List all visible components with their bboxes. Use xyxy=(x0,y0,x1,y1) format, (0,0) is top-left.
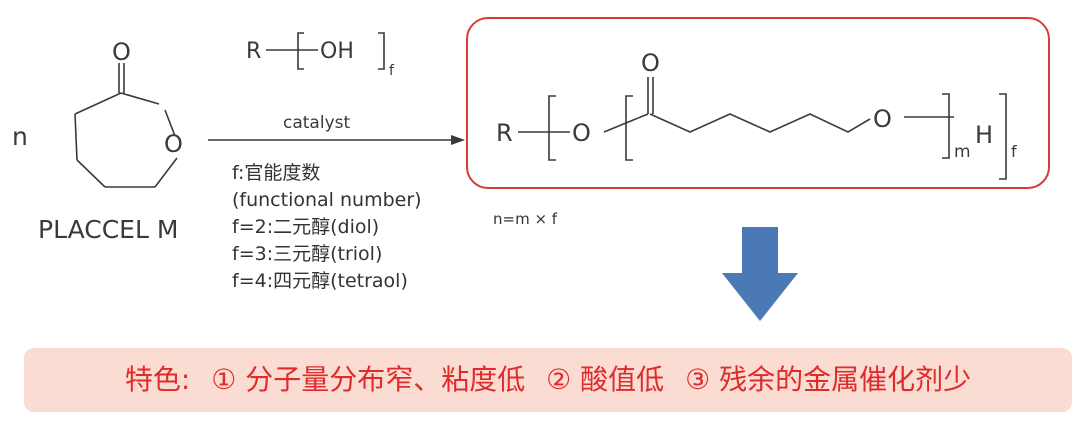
ring-oxygen: O xyxy=(164,130,183,158)
features-banner: 特色: ① 分子量分布窄、粘度低 ② 酸值低 ③ 残余的金属催化剂少 xyxy=(24,348,1072,412)
down-arrow-icon xyxy=(722,227,798,321)
monomer-name: PLACCEL M xyxy=(38,215,179,244)
note-line: f:官能度数 xyxy=(232,162,321,184)
features-heading: 特色: xyxy=(124,363,191,396)
feature-item: ③ 残余的金属催化剂少 xyxy=(685,363,972,396)
feature-item: ② 酸值低 xyxy=(546,363,665,396)
note-line: f=3:三元醇(triol) xyxy=(232,243,383,265)
carbonyl-oxygen: O xyxy=(112,38,131,66)
product-ether-oxygen: O xyxy=(873,105,892,133)
product-ester-oxygen: O xyxy=(572,119,591,147)
features-text: 特色: ① 分子量分布窄、粘度低 ② 酸值低 ③ 残余的金属催化剂少 xyxy=(24,348,1072,412)
caprolactone-structure: O O xyxy=(74,38,183,188)
relation-label: n=m × f xyxy=(493,210,558,228)
reagent-r: R xyxy=(246,39,261,64)
product-box xyxy=(466,17,1050,189)
reagent-subscript-f: f xyxy=(389,63,395,79)
reaction-arrow: catalyst xyxy=(208,115,465,145)
reagent-oh: OH xyxy=(320,39,354,64)
feature-item: ① 分子量分布窄、粘度低 xyxy=(211,363,526,396)
catalyst-label: catalyst xyxy=(283,115,350,133)
coefficient-n: n xyxy=(12,122,28,151)
subscript-m: m xyxy=(954,142,971,162)
product-r: R xyxy=(496,119,513,147)
product-carbonyl-oxygen: O xyxy=(641,49,660,77)
subscript-f: f xyxy=(1011,142,1017,161)
polycaprolactone-polyol-structure: R O O O m H f xyxy=(496,49,1017,180)
note-line: f=2:二元醇(diol) xyxy=(232,216,380,238)
polyol-reagent: R OH f xyxy=(246,32,395,79)
functional-number-notes: f:官能度数 (functional number) f=2:二元醇(diol)… xyxy=(232,160,422,295)
note-line: f=4:四元醇(tetraol) xyxy=(232,270,408,292)
note-line: (functional number) xyxy=(232,189,422,211)
product-h: H xyxy=(975,121,993,149)
